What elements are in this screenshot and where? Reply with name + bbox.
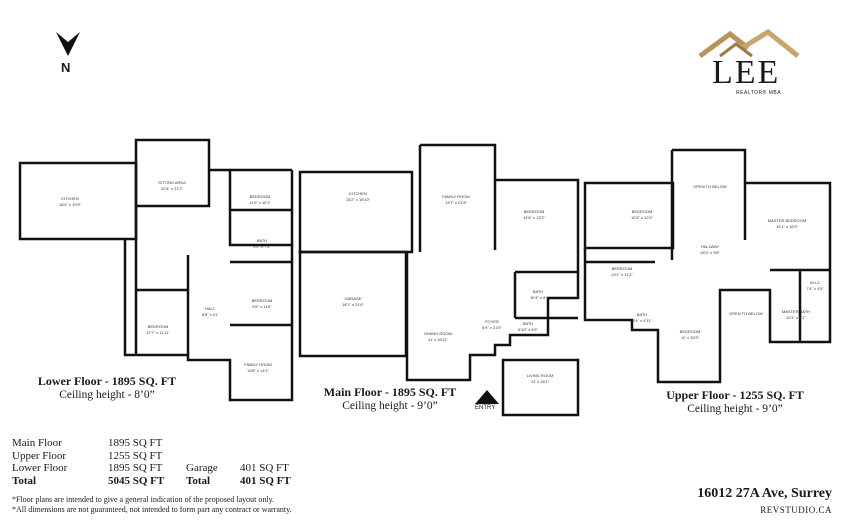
- room-label-main-dining: DINING ROOM: [424, 331, 452, 336]
- room-label-upper-open2: OPEN TO BELOW: [729, 311, 763, 316]
- summary-total-row: Total 5045 SQ FT Total 401 SQ FT: [12, 474, 291, 487]
- upper-floor-title: Upper Floor - 1255 SQ. FT: [666, 388, 804, 402]
- lower-floor-ceiling: Ceiling height - 8’0”: [59, 389, 155, 401]
- room-dims-main-bath1: 10'4" x 9': [530, 295, 546, 300]
- room-label-main-living: LIVING ROOM: [527, 373, 554, 378]
- room-label-main-kitchen: KITCHEN: [349, 191, 367, 196]
- room-label-main-family: FAMILY ROOM: [442, 194, 469, 199]
- area-summary-table: Main Floor 1895 SQ FT Upper Floor 1255 S…: [12, 437, 291, 487]
- room-label-upper-bedroom3: BEDROOM: [680, 329, 701, 334]
- room-label-main-bath2: BATH: [523, 321, 533, 326]
- room-dims-main-family: 13'7" x 21'8": [445, 200, 468, 205]
- main-floor-caption: Main Floor - 1895 SQ. FT Ceiling height …: [295, 385, 485, 412]
- main-floor-plan: [298, 143, 580, 417]
- room-dims-upper-wic: 7'4" x 4'5": [806, 286, 824, 291]
- property-address: 16012 27A Ave, Surrey: [697, 486, 832, 501]
- house-roof-icon: [698, 28, 800, 59]
- room-label-upper-open1: OPEN TO BELOW: [693, 184, 727, 189]
- room-label-main-bath1: BATH: [533, 289, 543, 294]
- upper-floor-ceiling: Ceiling height - 9’0”: [687, 403, 783, 415]
- room-dims-lower-hall: 6'8" x 21': [202, 312, 218, 317]
- room-dims-upper-bedroom1: 10'3" x 12'4": [631, 215, 654, 220]
- main-floor-ceiling: Ceiling height - 9’0”: [342, 400, 438, 412]
- entry-label: ENTRY: [475, 405, 496, 411]
- room-label-lower-family: FAMILY ROOM: [244, 362, 271, 367]
- logo-subtitle: REALTOR® MBA: [736, 90, 782, 96]
- main-floor-title: Main Floor - 1895 SQ. FT: [323, 385, 457, 399]
- room-label-upper-bath: BATH: [637, 312, 647, 317]
- lower-floor-plan: [18, 138, 294, 402]
- realtor-logo: LEE REALTOR® MBA: [690, 28, 810, 103]
- lower-floor-caption: Lower Floor - 1895 SQ. FT Ceiling height…: [12, 374, 202, 401]
- room-label-upper-bedroom2: BEDROOM: [612, 266, 633, 271]
- summary-row: Lower Floor 1895 SQ FT Garage 401 SQ FT: [12, 462, 289, 474]
- disclaimer: *Floor plans are intended to give a gene…: [12, 495, 292, 515]
- entry-marker: ENTRY: [473, 388, 503, 414]
- north-arrow-icon: [56, 32, 80, 56]
- studio-credit: REVSTUDIO.CA: [760, 505, 832, 515]
- room-dims-upper-bedroom3: 11' x 15'3": [681, 335, 700, 340]
- room-dims-upper-master: 15'1" x 16'9": [776, 224, 799, 229]
- room-label-upper-bedroom1: BEDROOM: [632, 209, 653, 214]
- lower-floor-title: Lower Floor - 1895 SQ. FT: [37, 374, 177, 388]
- room-dims-lower-bedroom3: 12'7" x 11'11": [146, 330, 170, 335]
- room-dims-upper-masterbath: 10'1" x 9'1": [786, 315, 806, 320]
- disclaimer-line-2: *All dimensions are not guaranteed, not …: [12, 505, 292, 514]
- upper-floor-caption: Upper Floor - 1255 SQ. FT Ceiling height…: [640, 388, 830, 415]
- room-label-main-foyer: FOYER: [485, 319, 499, 324]
- room-dims-main-dining: 11' x 15'11": [428, 337, 449, 342]
- room-label-upper-masterbath: MASTER BATH: [782, 309, 810, 314]
- room-dims-main-living: 12' x 15'1": [531, 379, 550, 384]
- room-dims-lower-bedroom2: 9'6" x 11'6": [252, 304, 272, 309]
- room-dims-lower-bath: 9'0" x 7'3": [253, 244, 271, 249]
- room-label-upper-hallway: HALLWAY: [701, 244, 720, 249]
- room-label-main-bedroom: BEDROOM: [524, 209, 545, 214]
- room-label-lower-hall: HALL: [205, 306, 216, 311]
- room-label-lower-bedroom1: BEDROOM: [250, 194, 271, 199]
- disclaimer-line-1: *Floor plans are intended to give a gene…: [12, 495, 275, 504]
- upper-floor-plan: [583, 148, 832, 384]
- room-dims-lower-sitting: 12'4" x 21'2": [161, 186, 184, 191]
- north-arrow: N: [55, 30, 81, 75]
- room-dims-main-bedroom: 14'6" x 13'2": [523, 215, 546, 220]
- north-label: N: [61, 60, 71, 75]
- summary-row: Main Floor 1895 SQ FT: [12, 437, 163, 449]
- room-dims-lower-kitchen: 18'0" x 10'9": [59, 202, 82, 207]
- summary-row: Upper Floor 1255 SQ FT: [12, 449, 163, 462]
- room-label-main-garage: GARAGE: [344, 296, 361, 301]
- entry-arrow-icon: [475, 390, 499, 404]
- room-dims-main-kitchen: 15'2" x 15'10": [346, 197, 371, 202]
- room-dims-upper-bath: 9'4" x 4'11": [632, 318, 652, 323]
- room-label-upper-master: MASTER BEDROOM: [768, 218, 806, 223]
- room-label-lower-bedroom3: BEDROOM: [148, 324, 169, 329]
- room-label-lower-kitchen: KITCHEN: [61, 196, 79, 201]
- room-dims-upper-hallway: 18'3" x 9'6": [700, 250, 720, 255]
- room-dims-upper-bedroom2: 13'1" x 11'3": [611, 272, 633, 277]
- room-label-upper-wic: W.I.C: [810, 280, 820, 285]
- room-dims-lower-bedroom1: 11'0" x 10'1": [249, 200, 271, 205]
- room-dims-main-bath2: 6'10" x 4'9": [518, 327, 538, 332]
- room-label-lower-sitting: SITTING AREA: [158, 180, 186, 185]
- room-dims-lower-family: 13'8" x 14'1": [247, 368, 270, 373]
- room-dims-main-garage: 18'1" x 21'6": [342, 302, 365, 307]
- room-dims-main-foyer: 6'9" x 21'5": [482, 325, 502, 330]
- room-label-lower-bedroom2: BEDROOM: [252, 298, 273, 303]
- room-label-lower-bath: BATH: [257, 238, 267, 243]
- logo-name: LEE: [712, 54, 781, 91]
